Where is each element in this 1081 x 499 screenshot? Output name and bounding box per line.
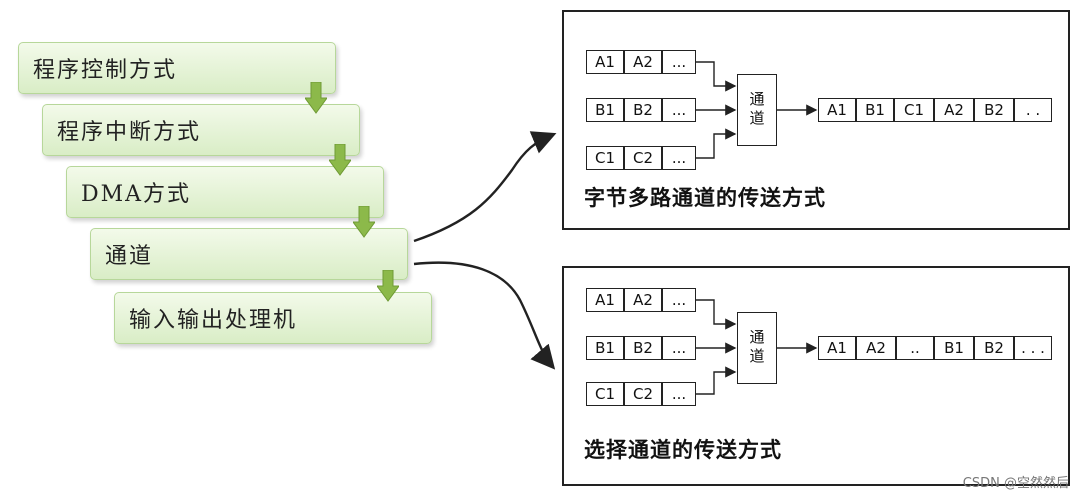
output-cell: A1 bbox=[818, 336, 856, 360]
step-4-label: 通道 bbox=[105, 244, 154, 269]
input-cell: C2 bbox=[624, 146, 662, 170]
input-cell: B1 bbox=[586, 336, 624, 360]
curve-arrow-to-top-panel bbox=[413, 131, 557, 243]
watermark: CSDN @空然然后 bbox=[962, 476, 1069, 491]
step-5-label: 输入输出处理机 bbox=[129, 308, 298, 333]
down-arrow-icon bbox=[305, 82, 327, 114]
step-3-label: DMA方式 bbox=[81, 182, 192, 207]
input-cell: ... bbox=[662, 50, 696, 74]
byte-multiplexer-panel: A1 A2 ... B1 B2 ... C1 C2 ... 通道 A1 B1 C… bbox=[562, 10, 1070, 230]
selector-channel-panel: A1 A2 ... B1 B2 ... C1 C2 ... 通道 A1 A2 .… bbox=[562, 266, 1070, 486]
output-cell: . . bbox=[1014, 98, 1052, 122]
step-5: 输入输出处理机 bbox=[114, 292, 432, 344]
step-3: DMA方式 bbox=[66, 166, 384, 218]
step-2: 程序中断方式 bbox=[42, 104, 360, 156]
input-cell: C1 bbox=[586, 146, 624, 170]
input-cell: ... bbox=[662, 288, 696, 312]
top-panel-connectors bbox=[696, 61, 818, 159]
down-arrow-icon bbox=[377, 270, 399, 302]
input-cell: ... bbox=[662, 336, 696, 360]
input-cell: C1 bbox=[586, 382, 624, 406]
input-cell: A1 bbox=[586, 50, 624, 74]
output-cell: C1 bbox=[894, 98, 934, 122]
input-cell: B1 bbox=[586, 98, 624, 122]
output-cell: .. bbox=[896, 336, 934, 360]
input-cell: A2 bbox=[624, 288, 662, 312]
output-cell: A1 bbox=[818, 98, 856, 122]
output-cell: A2 bbox=[856, 336, 896, 360]
input-cell: ... bbox=[662, 98, 696, 122]
input-cell: A2 bbox=[624, 50, 662, 74]
step-2-label: 程序中断方式 bbox=[57, 120, 202, 145]
input-cell: ... bbox=[662, 382, 696, 406]
output-cell: B1 bbox=[856, 98, 894, 122]
bottom-panel-connectors bbox=[696, 299, 818, 395]
channel-box: 通道 bbox=[737, 74, 777, 146]
curve-arrow-to-bottom-panel bbox=[413, 261, 556, 370]
input-cell: C2 bbox=[624, 382, 662, 406]
output-cell: B1 bbox=[934, 336, 974, 360]
down-arrow-icon bbox=[329, 144, 351, 176]
step-1-label: 程序控制方式 bbox=[33, 58, 178, 83]
input-cell: B2 bbox=[624, 336, 662, 360]
output-cell: B2 bbox=[974, 336, 1014, 360]
input-cell: ... bbox=[662, 146, 696, 170]
input-cell: A1 bbox=[586, 288, 624, 312]
panel-caption: 选择通道的传送方式 bbox=[584, 438, 782, 462]
step-1: 程序控制方式 bbox=[18, 42, 336, 94]
channel-box: 通道 bbox=[737, 312, 777, 384]
output-cell: . . . bbox=[1014, 336, 1052, 360]
down-arrow-icon bbox=[353, 206, 375, 238]
output-cell: B2 bbox=[974, 98, 1014, 122]
output-cell: A2 bbox=[934, 98, 974, 122]
panel-caption: 字节多路通道的传送方式 bbox=[584, 186, 826, 210]
step-4: 通道 bbox=[90, 228, 408, 280]
input-cell: B2 bbox=[624, 98, 662, 122]
